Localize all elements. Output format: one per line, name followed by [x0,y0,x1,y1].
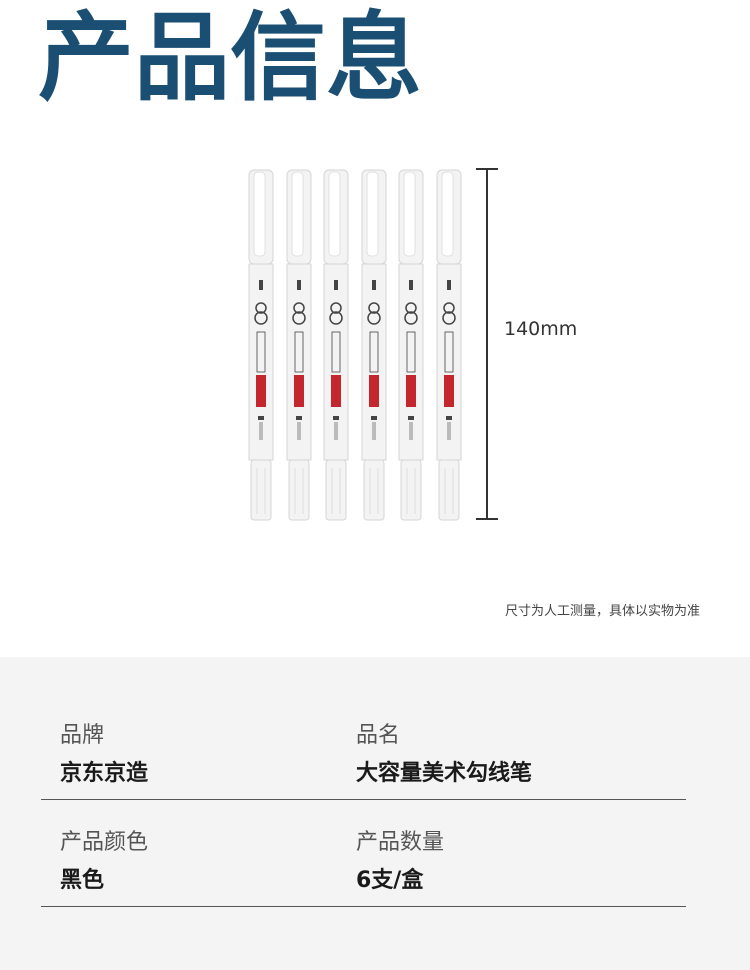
pen-6 [436,169,461,521]
page-title: 产品信息 [38,2,422,114]
spec-color-value: 黑色 [60,868,105,893]
dimension-cap-top [476,168,498,170]
spec-divider-2 [41,906,686,907]
spec-color: 产品颜色 黑色 [60,828,148,896]
spec-quantity-value: 6支/盒 [356,868,424,893]
spec-brand: 品牌 京东京造 [60,721,148,789]
spec-quantity-label: 产品数量 [356,830,445,855]
pen-4 [361,169,386,521]
pen-1 [248,169,274,521]
product-image-area: 产品信息 140mm 尺寸为人工测量，具体以实物为准 [38,2,700,619]
pen-3 [323,169,349,521]
spec-brand-label: 品牌 [60,723,105,748]
spec-table: 品牌 京东京造 品名 大容量美术勾线笔 产品颜色 黑色 产品数量 6支/盒 [0,657,750,970]
pen-5 [398,169,424,521]
pen-2 [286,169,311,521]
spec-name-label: 品名 [356,723,401,748]
dimension-cap-bottom [476,518,498,520]
spec-brand-value: 京东京造 [60,761,149,786]
dimension-line [486,168,488,520]
spec-quantity: 产品数量 6支/盒 [356,828,444,896]
spec-name-value: 大容量美术勾线笔 [356,761,533,786]
pen-set-illustration [245,168,470,524]
measurement-note: 尺寸为人工测量，具体以实物为准 [504,604,700,619]
spec-color-label: 产品颜色 [60,830,149,855]
spec-divider-1 [41,799,686,800]
spec-name: 品名 大容量美术勾线笔 [356,721,532,789]
dimension-label: 140mm [504,318,578,340]
